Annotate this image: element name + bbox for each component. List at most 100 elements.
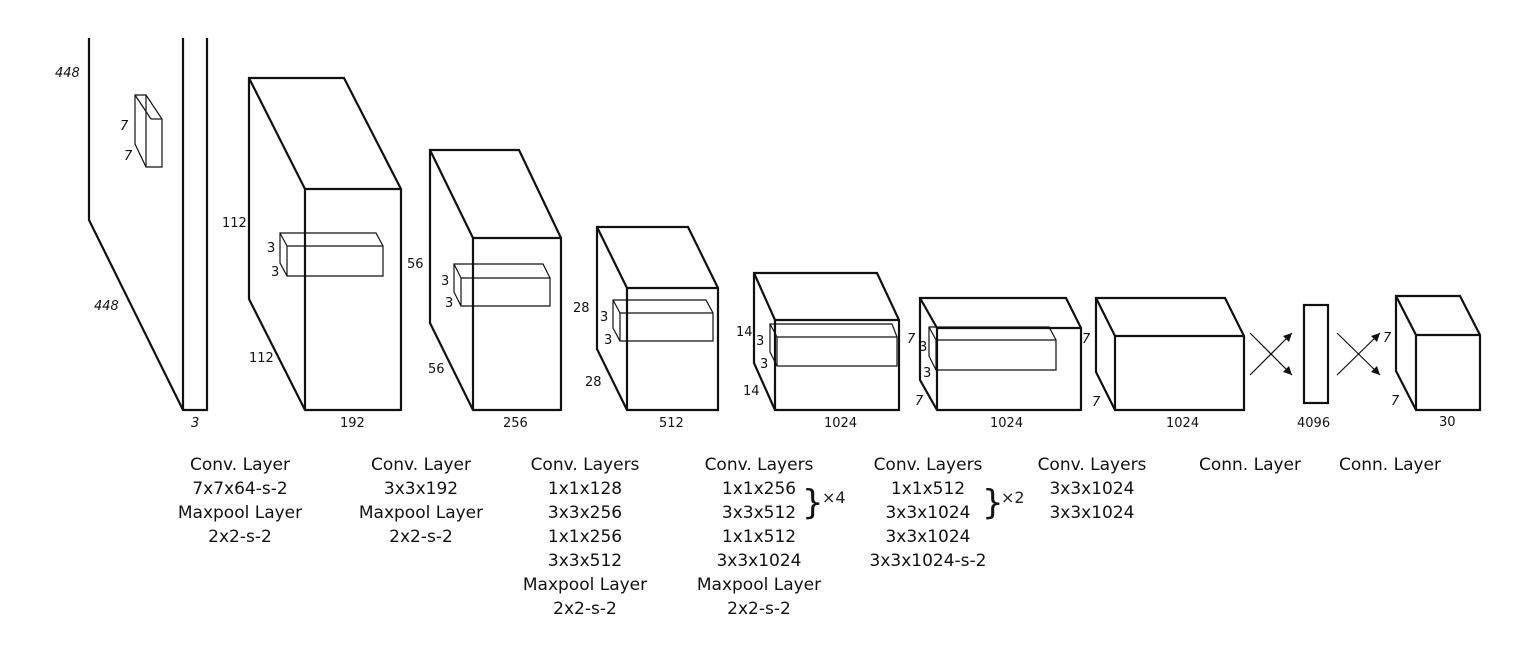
block4-kernel-h-label: 3 <box>756 334 764 349</box>
caption-line: Conv. Layer <box>190 455 290 475</box>
caption-line: 3x3x1024 <box>885 503 971 523</box>
block6-depth-label: 1024 <box>1166 416 1199 431</box>
block3-kernel-box <box>613 300 713 341</box>
block1-height-label: 112 <box>222 216 247 231</box>
caption-line: 2x2-s-2 <box>727 599 791 619</box>
caption-line: Conv. Layers <box>530 455 640 475</box>
caption-line: 3x3x1024 <box>1049 479 1135 499</box>
block3-repeat-label: ×4 <box>822 488 846 507</box>
caption-line: Conv. Layers <box>704 455 814 475</box>
repeat-bracket-icon: } <box>982 483 1004 523</box>
block5-kernel-w-label: 3 <box>923 366 931 381</box>
block3-volume <box>597 227 718 410</box>
block2-volume <box>430 150 561 410</box>
block2-kernel-h-label: 3 <box>441 274 449 289</box>
arrowhead-icon <box>1283 366 1292 375</box>
input-kernel-box <box>135 95 162 167</box>
block3-kernel-w-label: 3 <box>604 333 612 348</box>
block2-kernel-w-label: 3 <box>445 296 453 311</box>
block5-kernel-box <box>929 327 1056 370</box>
caption-line: Maxpool Layer <box>522 575 648 595</box>
block1-width-label: 112 <box>249 351 274 366</box>
caption-line: 3x3x1024 <box>1049 503 1135 523</box>
caption-line: Conn. Layer <box>1338 455 1442 475</box>
caption-line: 7x7x64-s-2 <box>192 479 288 499</box>
caption-input: Conv. Layer 7x7x64-s-2 Maxpool Layer 2x2… <box>160 453 320 549</box>
input-width-label: 448 <box>94 299 119 314</box>
caption-line: 3x3x1024-s-2 <box>869 551 987 571</box>
caption-line: Maxpool Layer <box>177 503 303 523</box>
block2-kernel-box <box>454 264 550 306</box>
block4-kernel-box <box>770 324 897 366</box>
arrowhead-icon <box>1371 366 1380 375</box>
block3-depth-label: 512 <box>659 416 684 431</box>
caption-line: 3x3x1024 <box>885 527 971 547</box>
block6-volume <box>1096 298 1244 410</box>
caption-line: 3x3x512 <box>721 503 797 523</box>
connection-arrows-2 <box>1337 333 1380 375</box>
input-kernel-w-label: 7 <box>124 149 133 164</box>
block4-height-label: 14 <box>736 325 753 340</box>
caption-line: 1x1x128 <box>547 479 623 499</box>
block5-width-label: 7 <box>915 394 924 409</box>
caption-fc: Conn. Layer <box>1322 453 1458 477</box>
block4-kernel-w-label: 3 <box>760 357 768 372</box>
output-width-label: 7 <box>1391 394 1400 409</box>
caption-line: 2x2-s-2 <box>208 527 272 547</box>
caption-line: Conv. Layer <box>371 455 471 475</box>
block3-width-label: 28 <box>585 375 602 390</box>
caption-line: Maxpool Layer <box>358 503 484 523</box>
caption-line: 1x1x256 <box>721 479 797 499</box>
block5-kernel-h-label: 3 <box>919 340 927 355</box>
arrowhead-icon <box>1371 333 1380 342</box>
output-depth-label: 30 <box>1439 415 1456 430</box>
caption-line: Conv. Layers <box>1037 455 1147 475</box>
block3-kernel-h-label: 3 <box>600 310 608 325</box>
block1-kernel-box <box>280 233 383 276</box>
block1-kernel-h-label: 3 <box>267 241 275 256</box>
caption-line: Maxpool Layer <box>696 575 822 595</box>
block1-depth-label: 192 <box>340 416 365 431</box>
input-height-label: 448 <box>55 66 80 81</box>
input-volume <box>89 38 207 410</box>
caption-line: 2x2-s-2 <box>389 527 453 547</box>
output-volume <box>1396 296 1480 410</box>
block4-width-label: 14 <box>743 384 760 399</box>
caption-line: 2x2-s-2 <box>553 599 617 619</box>
arrowhead-icon <box>1283 333 1292 342</box>
block6-height-label: 7 <box>1082 332 1091 347</box>
fc-depth-label: 4096 <box>1297 416 1330 431</box>
block4-volume <box>754 273 899 410</box>
caption-block5: Conv. Layers 3x3x1024 3x3x1024 <box>1012 453 1172 525</box>
block6-width-label: 7 <box>1092 395 1101 410</box>
fc-layer-bar <box>1302 303 1330 405</box>
caption-line: 1x1x512 <box>721 527 797 547</box>
caption-block6: Conn. Layer <box>1182 453 1318 477</box>
block5-depth-label: 1024 <box>990 416 1023 431</box>
input-depth-label: 3 <box>191 416 199 431</box>
block5-height-label: 7 <box>907 332 916 347</box>
block2-height-label: 56 <box>407 257 424 272</box>
block4-repeat-label: ×2 <box>1001 488 1025 507</box>
block3-height-label: 28 <box>573 301 590 316</box>
caption-line: 3x3x256 <box>547 503 623 523</box>
caption-block4: Conv. Layers 1x1x512 3x3x1024 3x3x1024 3… <box>848 453 1008 573</box>
caption-line: 1x1x256 <box>547 527 623 547</box>
block4-depth-label: 1024 <box>824 416 857 431</box>
input-kernel-h-label: 7 <box>120 119 129 134</box>
caption-block1: Conv. Layer 3x3x192 Maxpool Layer 2x2-s-… <box>341 453 501 549</box>
caption-block2: Conv. Layers 1x1x128 3x3x256 1x1x256 3x3… <box>505 453 665 621</box>
output-height-label: 7 <box>1383 331 1392 346</box>
caption-line: 3x3x512 <box>547 551 623 571</box>
caption-block3: Conv. Layers 1x1x256 3x3x512 1x1x512 3x3… <box>679 453 839 621</box>
block2-width-label: 56 <box>428 362 445 377</box>
caption-line: Conv. Layers <box>873 455 983 475</box>
connection-arrows-1 <box>1250 333 1292 375</box>
block5-volume <box>920 298 1081 410</box>
caption-line: Conn. Layer <box>1198 455 1302 475</box>
caption-line: 1x1x512 <box>890 479 966 499</box>
block1-volume <box>249 78 401 410</box>
repeat-bracket-icon: } <box>802 483 824 523</box>
block2-depth-label: 256 <box>503 416 528 431</box>
